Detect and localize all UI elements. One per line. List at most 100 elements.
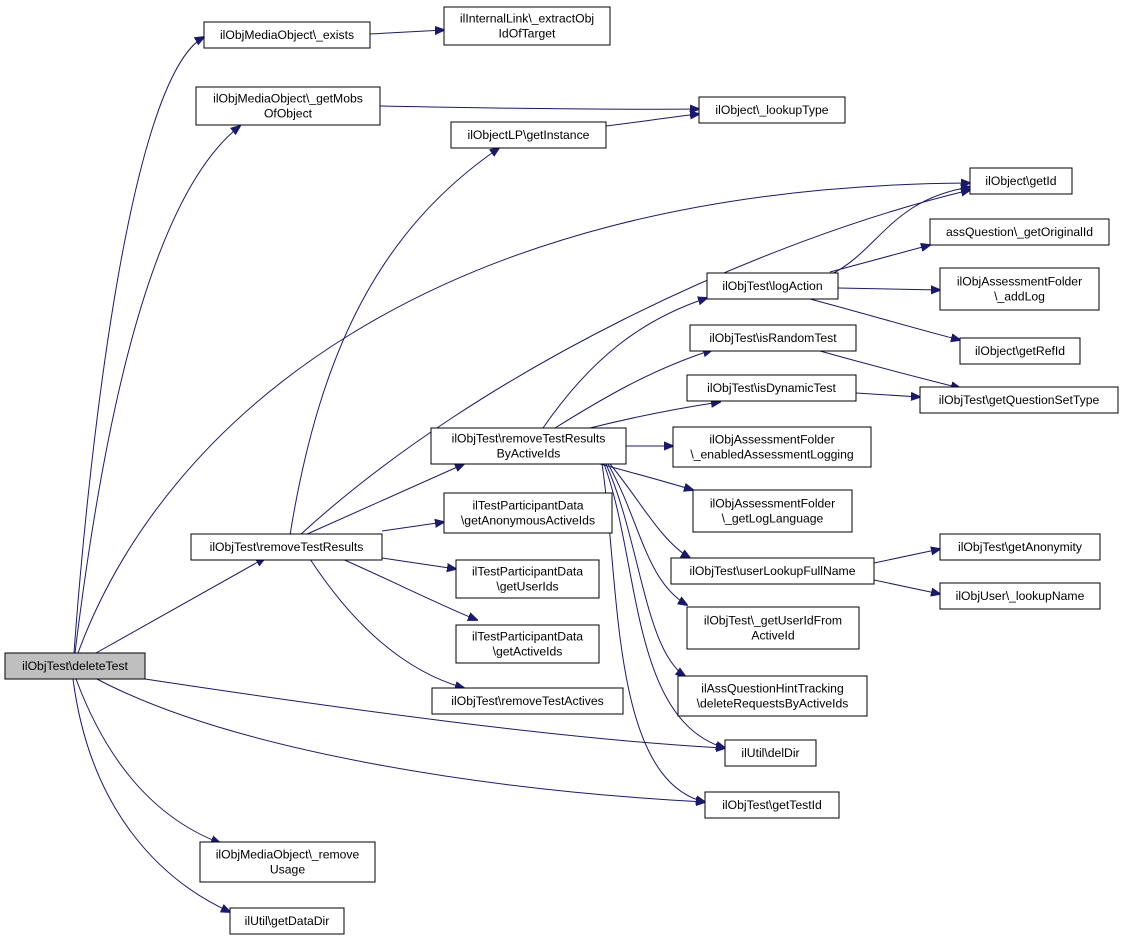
node-enabledLogging[interactable]: ilObjAssessmentFolder\_enabledAssessment… <box>672 426 872 468</box>
edge-removeResults-tpActiveIds <box>339 557 477 620</box>
node-getRefId[interactable]: ilObject\getRefId <box>959 337 1081 365</box>
edge-logAction-getRefId <box>809 298 960 340</box>
node-label: ilInternalLink\_extractObj <box>460 12 594 26</box>
node-box[interactable] <box>686 374 857 402</box>
node-box[interactable] <box>672 426 872 468</box>
node-lpGetInstance[interactable]: ilObjectLP\getInstance <box>450 121 607 149</box>
node-removeResults[interactable]: ilObjTest\removeTestResults <box>190 533 383 561</box>
node-isRandom[interactable]: ilObjTest\isRandomTest <box>689 324 857 352</box>
edges <box>72 30 970 912</box>
node-label: ilObjTest\removeTestActives <box>451 694 603 708</box>
node-addLog[interactable]: ilObjAssessmentFolder\_addLog <box>939 267 1100 311</box>
node-box[interactable] <box>455 559 600 599</box>
edge-mobExists-extractObj <box>369 30 444 34</box>
node-box[interactable] <box>686 606 860 650</box>
edge-removeResults-removeByActive <box>304 464 464 536</box>
edge-logAction-addLog <box>837 288 940 290</box>
node-label: ilObject\getId <box>985 174 1056 188</box>
node-box[interactable] <box>692 489 853 533</box>
node-label: ilAssQuestionHintTracking <box>701 682 843 696</box>
node-box[interactable] <box>431 687 624 715</box>
node-box[interactable] <box>724 739 817 767</box>
node-delDir[interactable]: ilUtil\delDir <box>724 739 817 767</box>
edge-removeResults-tpUserIds <box>381 557 456 569</box>
node-box[interactable] <box>698 96 846 124</box>
edge-userLookup-lookupName <box>873 579 940 594</box>
edge-getMobs-lookupType <box>379 106 699 109</box>
node-box[interactable] <box>939 533 1101 561</box>
edge-logAction-getOriginalId <box>829 245 930 273</box>
node-getLogLang[interactable]: ilObjAssessmentFolder\_getLogLanguage <box>692 489 853 533</box>
node-box[interactable] <box>199 841 376 883</box>
node-getQSetType[interactable]: ilObjTest\getQuestionSetType <box>919 386 1119 414</box>
node-tpActiveIds[interactable]: ilTestParticipantData\getActiveIds <box>455 624 600 664</box>
node-box[interactable] <box>959 337 1081 365</box>
node-box[interactable] <box>704 791 840 819</box>
node-box[interactable] <box>969 167 1073 195</box>
node-box[interactable] <box>195 86 381 126</box>
edge-removeByActive-getLogLang <box>599 463 693 490</box>
node-label: ilObjTest\getAnonymity <box>958 540 1083 554</box>
node-box[interactable] <box>450 121 607 149</box>
node-label: ilObjTest\removeTestResults <box>210 540 364 554</box>
node-label: ilObjTest\isRandomTest <box>709 331 837 345</box>
node-deleteTest[interactable]: ilObjTest\deleteTest <box>4 652 146 680</box>
node-box[interactable] <box>443 6 611 46</box>
node-logAction[interactable]: ilObjTest\logAction <box>706 272 839 300</box>
node-getOriginalId[interactable]: assQuestion\_getOriginalId <box>929 218 1110 246</box>
node-label: ilObject\getRefId <box>975 344 1065 358</box>
node-box[interactable] <box>939 582 1101 610</box>
node-label: ilObjTest\isDynamicTest <box>707 381 836 395</box>
edge-removeByActive-hintTracking <box>605 463 685 676</box>
node-box[interactable] <box>919 386 1119 414</box>
edge-deleteTest-mobExists <box>73 37 204 654</box>
edge-deleteTest-getMobs <box>74 126 240 654</box>
node-hintTracking[interactable]: ilAssQuestionHintTracking\deleteRequests… <box>677 675 868 717</box>
node-box[interactable] <box>929 218 1110 246</box>
node-box[interactable] <box>689 324 857 352</box>
node-label: IdOfTarget <box>499 27 557 41</box>
edge-deleteTest-removeResults <box>95 558 265 654</box>
node-objGetId[interactable]: ilObject\getId <box>969 167 1073 195</box>
node-userLookup[interactable]: ilObjTest\userLookupFullName <box>670 557 875 585</box>
node-box[interactable] <box>203 21 371 49</box>
node-label: ilTestParticipantData <box>472 630 583 644</box>
edge-removeResults-anonActive <box>381 522 444 532</box>
node-lookupName[interactable]: ilObjUser\_lookupName <box>939 582 1101 610</box>
node-getTestId[interactable]: ilObjTest\getTestId <box>704 791 840 819</box>
node-tpUserIds[interactable]: ilTestParticipantData\getUserIds <box>455 559 600 599</box>
edge-userLookup-getAnonymity <box>873 549 940 564</box>
node-label: \_addLog <box>994 290 1045 304</box>
node-box[interactable] <box>229 907 345 935</box>
node-box[interactable] <box>4 652 146 680</box>
node-label: \getAnonymousActiveIds <box>461 514 595 528</box>
edge-removeResults-lpGetInstance <box>289 148 499 536</box>
node-box[interactable] <box>677 675 868 717</box>
node-box[interactable] <box>939 267 1100 311</box>
node-getAnonymity[interactable]: ilObjTest\getAnonymity <box>939 533 1101 561</box>
node-getDataDir[interactable]: ilUtil\getDataDir <box>229 907 345 935</box>
edge-removeByActive-logAction <box>542 298 707 429</box>
node-label: ilObjTest\deleteTest <box>22 659 128 673</box>
node-removeActives[interactable]: ilObjTest\removeTestActives <box>431 687 624 715</box>
node-box[interactable] <box>670 557 875 585</box>
edge-removeByActive-getUserIdFrom <box>607 463 687 605</box>
node-box[interactable] <box>190 533 383 561</box>
node-box[interactable] <box>706 272 839 300</box>
node-mobExists[interactable]: ilObjMediaObject\_exists <box>203 21 371 49</box>
node-box[interactable] <box>455 624 600 664</box>
edge-isRandom-getQSetType <box>819 350 960 388</box>
node-anonActive[interactable]: ilTestParticipantData\getAnonymousActive… <box>443 492 613 534</box>
edge-removeResults-objGetId <box>299 190 970 536</box>
node-lookupType[interactable]: ilObject\_lookupType <box>698 96 846 124</box>
node-isDynamic[interactable]: ilObjTest\isDynamicTest <box>686 374 857 402</box>
node-box[interactable] <box>443 492 613 534</box>
edge-removeByActive-isDynamic <box>589 402 720 429</box>
node-box[interactable] <box>430 427 627 465</box>
edge-deleteTest-objGetId <box>77 183 970 654</box>
